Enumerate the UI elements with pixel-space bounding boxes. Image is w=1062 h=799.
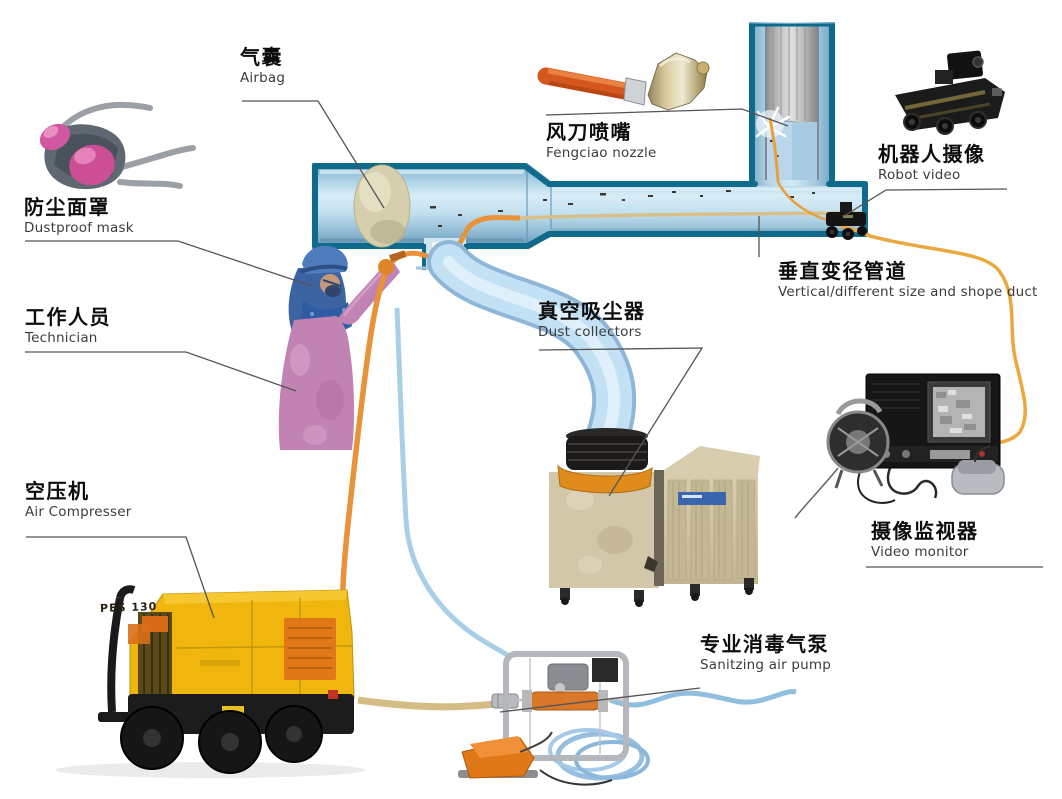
label-technician-en: Technician bbox=[25, 330, 98, 346]
label-air-nozzle-en: Fengciao nozzle bbox=[546, 145, 657, 161]
duct-debris bbox=[430, 140, 815, 227]
label-video-monitor-en: Video monitor bbox=[871, 544, 969, 560]
duct-robot-graphic bbox=[826, 202, 867, 240]
thin-air-hose bbox=[394, 307, 514, 661]
label-air-nozzle: 风刀喷嘴 Fengciao nozzle bbox=[546, 121, 657, 162]
label-video-monitor-zh: 摄像监视器 bbox=[871, 519, 979, 543]
video-monitor-graphic bbox=[794, 373, 1005, 519]
label-dust-collector: 真空吸尘器 Dust collectors bbox=[538, 300, 646, 341]
air-compressor-graphic bbox=[55, 585, 365, 778]
duct-system bbox=[312, 22, 868, 270]
label-sanitizing-air-pump-zh: 专业消毒气泵 bbox=[700, 632, 829, 656]
label-airbag: 气囊 Airbag bbox=[240, 46, 285, 87]
label-technician: 工作人员 Technician bbox=[25, 306, 111, 347]
leader-lines bbox=[25, 100, 1043, 713]
label-robot-video: 机器人摄像 Robot video bbox=[878, 143, 986, 184]
label-air-compressor: 空压机 Air Compresser bbox=[25, 480, 132, 521]
label-vertical-duct-en: Vertical/different size and shope duct bbox=[778, 284, 1038, 300]
label-dust-collector-zh: 真空吸尘器 bbox=[538, 299, 646, 323]
label-air-compressor-zh: 空压机 bbox=[25, 479, 90, 503]
label-dustproof-mask: 防尘面罩 Dustproof mask bbox=[24, 196, 134, 237]
airbag-graphic bbox=[353, 164, 411, 248]
label-vertical-duct-zh: 垂直变径管道 bbox=[778, 259, 907, 283]
dust-collector-graphic bbox=[549, 428, 760, 607]
label-sanitizing-air-pump-en: Sanitzing air pump bbox=[700, 657, 832, 673]
label-airbag-zh: 气囊 bbox=[240, 45, 283, 69]
dustproof-mask-graphic bbox=[39, 102, 196, 190]
label-dustproof-mask-zh: 防尘面罩 bbox=[24, 195, 110, 219]
label-robot-video-zh: 机器人摄像 bbox=[878, 142, 986, 166]
technician-figure bbox=[278, 245, 400, 450]
label-sanitizing-air-pump: 专业消毒气泵 Sanitzing air pump bbox=[700, 633, 831, 674]
label-vertical-duct: 垂直变径管道 Vertical/different size and shope… bbox=[778, 260, 1038, 301]
spray-gun bbox=[378, 250, 407, 275]
label-air-compressor-en: Air Compresser bbox=[25, 504, 132, 520]
air-nozzle-graphic bbox=[537, 52, 710, 111]
flexible-duct-hose bbox=[427, 240, 637, 470]
label-video-monitor: 摄像监视器 Video monitor bbox=[871, 520, 979, 561]
label-airbag-en: Airbag bbox=[240, 70, 286, 86]
label-technician-zh: 工作人员 bbox=[25, 305, 111, 329]
compressor-model-text: PES 130 bbox=[99, 600, 158, 615]
sanitizing-pump-graphic bbox=[357, 651, 797, 786]
label-dustproof-mask-en: Dustproof mask bbox=[24, 220, 134, 236]
label-robot-video-en: Robot video bbox=[878, 167, 961, 183]
label-dust-collector-en: Dust collectors bbox=[538, 324, 642, 340]
label-air-nozzle-zh: 风刀喷嘴 bbox=[546, 120, 632, 144]
robot-camera-graphic bbox=[895, 50, 1005, 135]
